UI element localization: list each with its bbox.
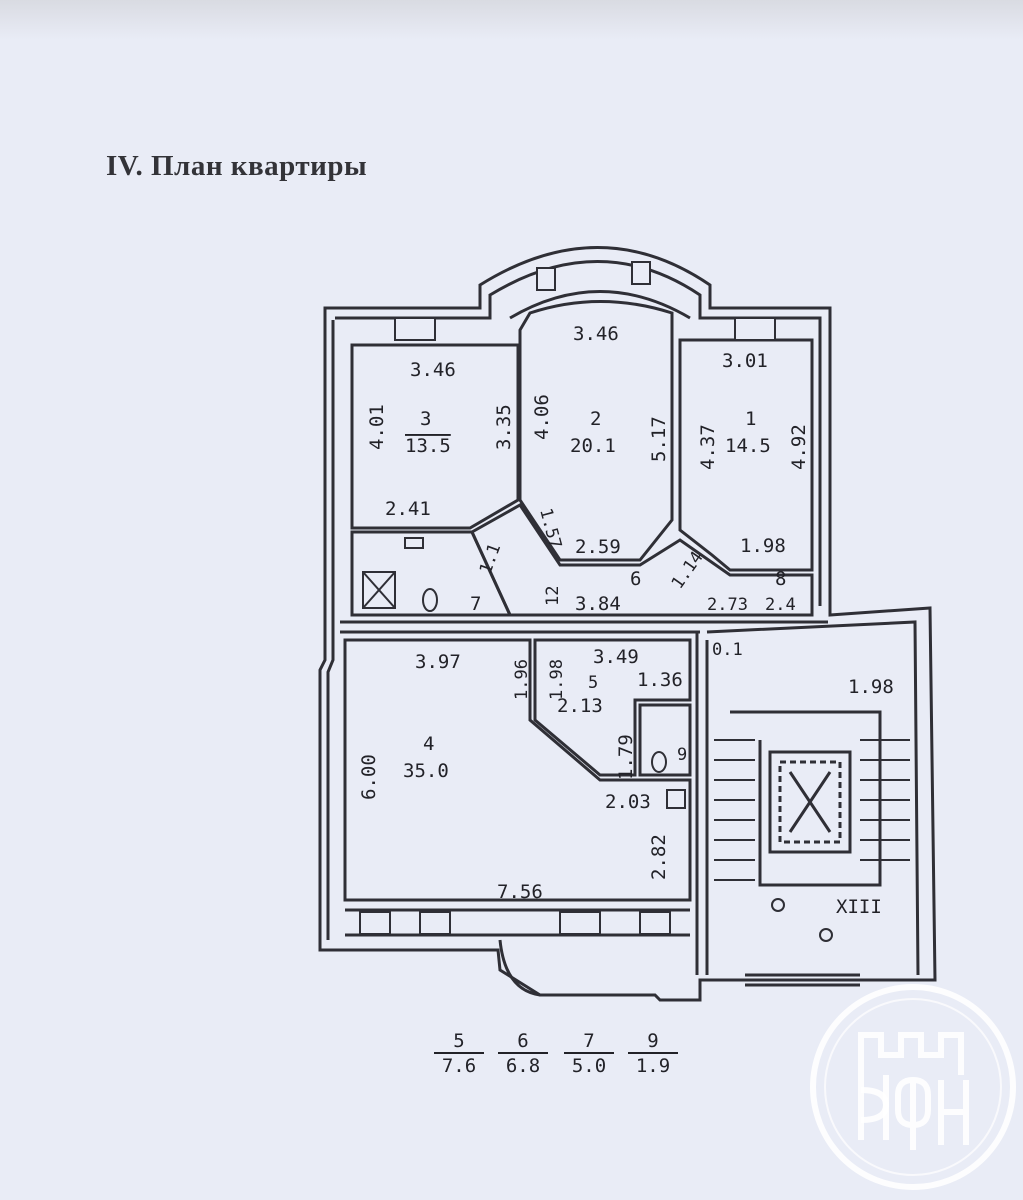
room-9-outline — [638, 703, 692, 777]
d-2-73: 2.73 — [707, 595, 748, 615]
riser-2 — [819, 928, 833, 942]
legend-item-9: 9 1.9 — [628, 1030, 678, 1078]
room-6-number: 6 — [630, 568, 641, 590]
rfn-watermark-logo — [810, 984, 1016, 1190]
stair-1-98: 1.98 — [848, 676, 894, 698]
window-marks — [359, 261, 776, 935]
r1-left: 4.37 — [697, 424, 719, 470]
d-2-03: 2.03 — [605, 791, 651, 813]
d-2-82: 2.82 — [648, 834, 670, 880]
r3-left: 4.01 — [366, 404, 388, 450]
elevator-cabin — [778, 760, 842, 844]
stair-outline — [706, 620, 920, 976]
legend-item-7: 7 5.0 — [564, 1030, 614, 1078]
paper-edge — [0, 0, 1023, 40]
r4-top: 3.97 — [415, 651, 461, 673]
shower-tray — [362, 571, 396, 609]
r2-area: 20.1 — [570, 435, 616, 457]
r3-number: 3 — [420, 408, 431, 430]
outer-wall — [318, 246, 937, 1002]
bottom-bay — [498, 939, 541, 997]
stair-0-1: 0.1 — [712, 640, 743, 660]
r5-1-36: 1.36 — [637, 669, 683, 691]
r4-right-top: 1.96 — [512, 659, 532, 700]
shower-cross — [362, 571, 396, 609]
room-9-number: 9 — [677, 745, 687, 765]
bay-window-arc — [509, 290, 691, 320]
r1-number: 1 — [745, 408, 756, 430]
stair-mark: XIII — [836, 896, 882, 918]
room-2-outline — [518, 300, 674, 562]
room-7-number: 7 — [470, 593, 481, 615]
r3-top: 3.46 — [410, 359, 456, 381]
outer-wall-inner-line — [335, 260, 822, 606]
stair-steps — [714, 739, 910, 881]
room-3-outline — [350, 343, 520, 530]
d-1-1: 1.1 — [476, 541, 505, 577]
r3-right: 3.35 — [493, 404, 515, 450]
bottom-window-band — [345, 908, 690, 937]
room-5-number: 5 — [588, 673, 598, 693]
toilet-bowl-9 — [651, 751, 667, 773]
r1-area: 14.5 — [725, 435, 771, 457]
r4-number: 4 — [423, 733, 434, 755]
walls — [318, 246, 937, 1002]
v-12: 12 — [543, 586, 563, 606]
dimension-labels: 3.46 4.01 3.35 2.41 3 13.5 3.46 4.06 5.1… — [358, 323, 894, 918]
legend-room: 7 — [583, 1030, 595, 1052]
room-4-outline — [343, 638, 692, 902]
left-wall-inner-line — [326, 320, 335, 940]
r5-3-49: 3.49 — [593, 646, 639, 668]
legend-item-5: 5 7.6 — [434, 1030, 484, 1078]
r1-right: 4.92 — [788, 424, 810, 470]
legend-area: 6.8 — [498, 1052, 548, 1078]
legend-area: 1.9 — [628, 1052, 678, 1078]
radiator-mark — [666, 789, 686, 809]
r2-bottom: 2.59 — [575, 536, 621, 558]
room-5-outline — [533, 638, 692, 777]
d-2-4: 2.4 — [765, 595, 796, 615]
r4-left: 6.00 — [358, 754, 380, 800]
room-6-outline — [470, 503, 814, 617]
r2-number: 2 — [590, 408, 601, 430]
legend-area: 5.0 — [564, 1052, 614, 1078]
room-1-outline — [678, 338, 814, 572]
r2-right: 5.17 — [648, 416, 670, 462]
r5-1-98: 1.98 — [547, 659, 567, 700]
r2-left: 4.06 — [531, 394, 553, 440]
legend-area: 7.6 — [434, 1052, 484, 1078]
elevator-shaft — [768, 750, 852, 854]
r5-2-13: 2.13 — [557, 695, 603, 717]
legend-room: 9 — [647, 1030, 659, 1052]
riser-1 — [771, 898, 785, 912]
elevator-cross — [788, 771, 832, 833]
legend-room: 5 — [453, 1030, 465, 1052]
legend-room: 6 — [517, 1030, 529, 1052]
toilet-bowl — [422, 588, 438, 612]
stair-landing — [730, 710, 882, 887]
r4-bottom: 7.56 — [497, 881, 543, 903]
r2-top: 3.46 — [573, 323, 619, 345]
page-title: IV. План квартиры — [106, 150, 368, 182]
sink — [404, 537, 424, 549]
hall-3-84: 3.84 — [575, 593, 621, 615]
r4-area: 35.0 — [403, 760, 449, 782]
room-8-number: 8 — [775, 568, 786, 590]
fixtures — [362, 537, 833, 942]
legend-item-6: 6 6.8 — [498, 1030, 548, 1078]
r9-1-79: 1.79 — [615, 734, 637, 780]
r3-area: 13.5 — [405, 435, 451, 457]
r3-bottom: 2.41 — [385, 498, 431, 520]
r1-bottom: 1.98 — [740, 535, 786, 557]
r1-top: 3.01 — [722, 350, 768, 372]
stair-exit — [745, 973, 860, 987]
